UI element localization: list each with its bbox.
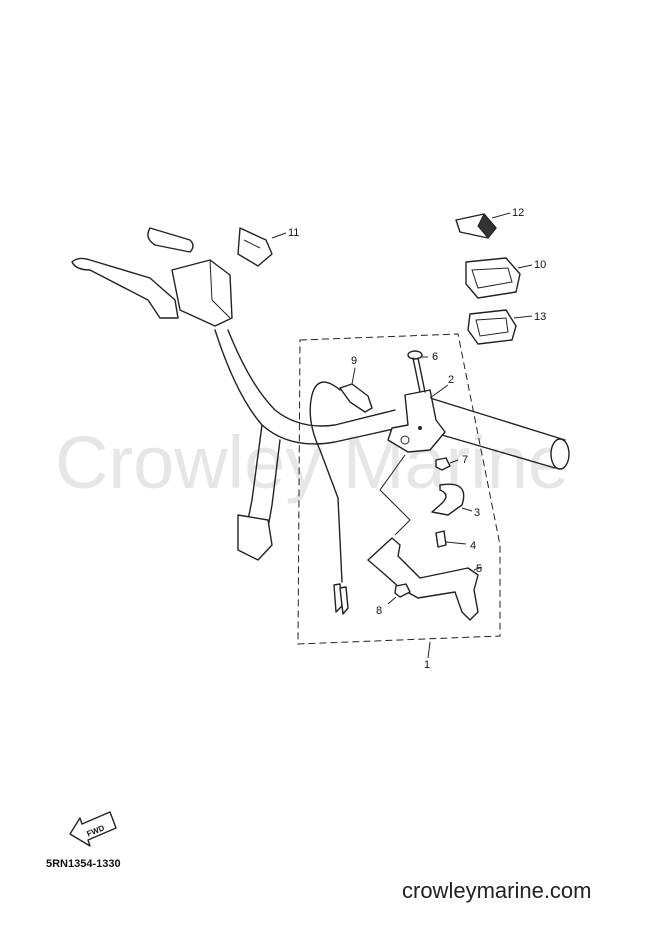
assembly-outline xyxy=(297,333,501,645)
part-8-nut xyxy=(387,583,411,605)
callout-8: 8 xyxy=(376,605,382,617)
part-12-switch-cap xyxy=(455,212,511,239)
watermark-text: Crowley Marine xyxy=(55,421,569,504)
website-footer[interactable]: crowleymarine.com xyxy=(402,878,592,903)
part-6-bolt xyxy=(407,350,428,393)
part-4-screw xyxy=(435,530,467,548)
part-7-nut xyxy=(435,457,459,471)
callout-6: 6 xyxy=(432,351,438,363)
part-13-switch xyxy=(467,309,533,345)
callout-3: 3 xyxy=(474,507,480,519)
part-5-brake-lever xyxy=(367,537,483,621)
callout-2: 2 xyxy=(448,374,454,386)
part-10-switch xyxy=(465,257,533,299)
callouts: 1 2 3 4 5 6 7 8 9 10 11 12 13 xyxy=(288,207,546,671)
callout-12: 12 xyxy=(512,207,524,219)
part-2-lever-holder xyxy=(387,384,449,453)
callout-4: 4 xyxy=(470,540,476,552)
fwd-arrow-icon: FWD xyxy=(69,811,117,847)
handlebar xyxy=(71,227,399,561)
callout-13: 13 xyxy=(534,311,546,323)
part-11-switch xyxy=(237,227,287,267)
callout-10: 10 xyxy=(534,259,546,271)
part-3-bracket xyxy=(431,483,473,516)
part-code: 5RN1354-1330 xyxy=(46,858,121,870)
callout-7: 7 xyxy=(462,454,468,466)
callout-9: 9 xyxy=(351,355,357,367)
callout-11: 11 xyxy=(288,227,299,239)
part-9-switch-cable xyxy=(309,367,411,615)
right-grip xyxy=(417,397,570,470)
callout-1: 1 xyxy=(424,659,430,671)
leader-1 xyxy=(427,641,431,659)
callout-5: 5 xyxy=(476,563,482,575)
